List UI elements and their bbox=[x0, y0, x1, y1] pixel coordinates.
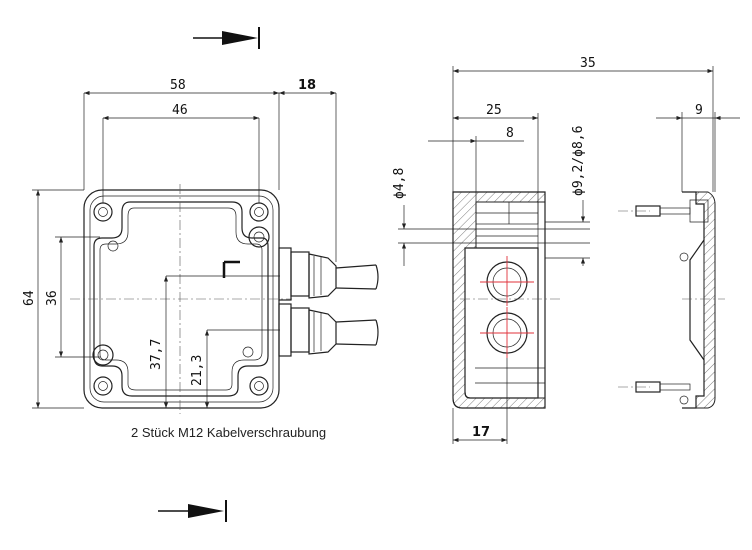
dim-21-3: 21,3 bbox=[190, 355, 205, 386]
cable-gland-icon bbox=[278, 247, 379, 357]
dim-25: 25 bbox=[486, 103, 502, 118]
dim-17: 17 bbox=[472, 425, 490, 440]
dim-37-7: 37,7 bbox=[149, 339, 164, 370]
view-arrow-icon-top bbox=[193, 27, 260, 49]
dim-58: 58 bbox=[170, 78, 186, 93]
dim-phi-4-8: ϕ4,8 bbox=[392, 168, 407, 199]
dim-35: 35 bbox=[580, 56, 596, 71]
dim-18: 18 bbox=[298, 78, 316, 93]
lid-screw-icon bbox=[635, 199, 709, 405]
drawing-caption: 2 Stück M12 Kabelverschraubung bbox=[131, 425, 326, 440]
lid-section-view: 9 bbox=[618, 103, 740, 409]
dim-36: 36 bbox=[45, 290, 60, 306]
side-section-view: 35 25 8 ϕ4,8 ϕ9,2/ϕ8,6 17 bbox=[392, 56, 714, 444]
view-arrow-icon-bottom bbox=[158, 500, 227, 522]
dim-64: 64 bbox=[22, 290, 37, 306]
dim-8: 8 bbox=[506, 126, 514, 141]
dim-46: 46 bbox=[172, 103, 188, 118]
dim-phi-9-2-8-6: ϕ9,2/ϕ8,6 bbox=[571, 126, 586, 196]
front-view: 58 18 46 64 36 37,7 21,3 bbox=[22, 78, 379, 414]
dim-9: 9 bbox=[695, 103, 703, 118]
